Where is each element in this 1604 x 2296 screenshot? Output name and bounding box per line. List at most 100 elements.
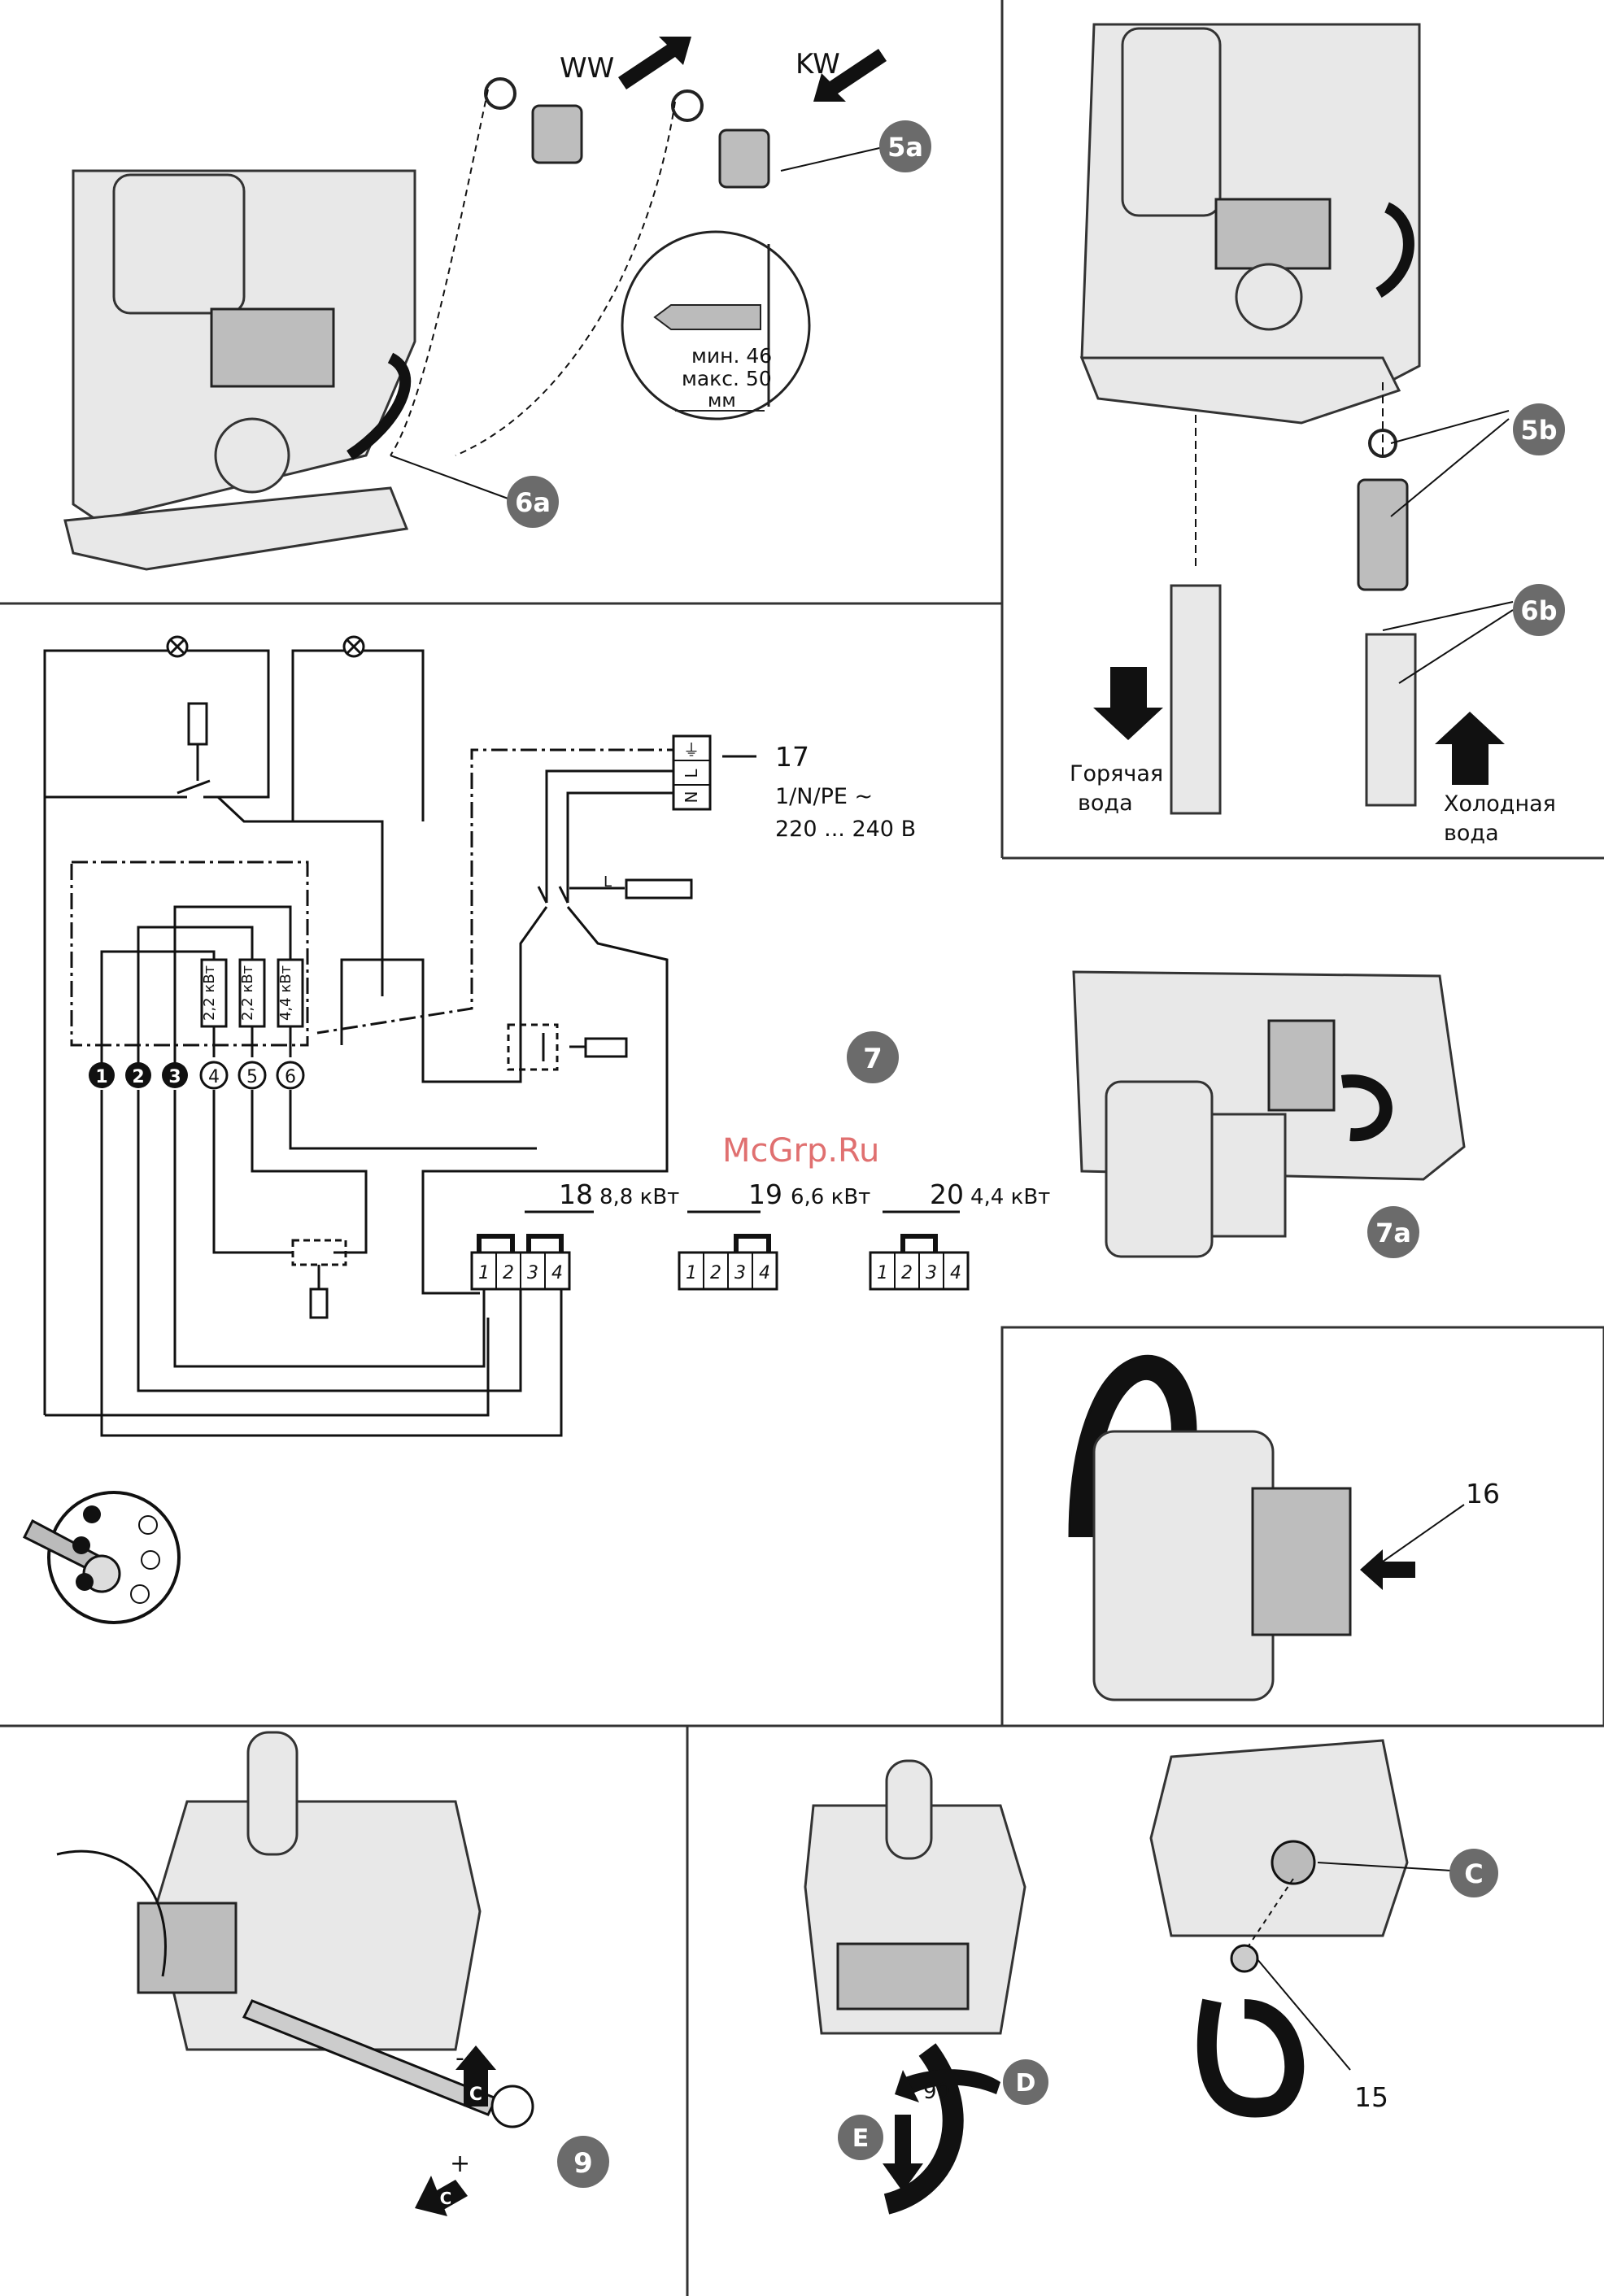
arrow-16	[1360, 1549, 1415, 1590]
svg-text:6b: 6b	[1520, 595, 1557, 626]
config-20-power: 4,4 кВт	[970, 1185, 1050, 1209]
supply-line-2: 220 ... 240 В	[775, 817, 916, 842]
arrow-c-down-label: C	[440, 2189, 452, 2208]
minus-sign: -	[455, 2044, 464, 2072]
fitting-kw	[673, 91, 769, 187]
hot-water-label-1: Горячая	[1070, 761, 1163, 786]
svg-text:5: 5	[246, 1067, 258, 1087]
svg-text:1: 1	[877, 1263, 888, 1283]
rotation-angle: 90	[923, 2080, 950, 2104]
badge-7a: 7a	[1367, 1206, 1419, 1258]
svg-text:1: 1	[478, 1263, 490, 1283]
switch-l-label: L	[604, 874, 612, 891]
svg-text:7a: 7a	[1375, 1218, 1411, 1248]
terminal-3: 3	[162, 1062, 188, 1088]
config-19-number: 19	[748, 1178, 782, 1210]
badge-5a: 5a	[879, 120, 931, 172]
cold-water-hose	[1366, 634, 1415, 805]
depth-detail-inset: мин. 46 макс. 50 мм	[622, 232, 809, 419]
terminal-5: 5	[239, 1062, 265, 1088]
ref-17: 17	[775, 741, 809, 773]
terminal-2: 2	[125, 1062, 151, 1088]
badge-6a: 6a	[507, 476, 559, 528]
svg-text:5b: 5b	[1520, 415, 1557, 446]
svg-text:7: 7	[863, 1043, 883, 1075]
heater-3-label: 4,4 кВт	[277, 965, 294, 1021]
heater-unit-illustration-top-left	[65, 171, 415, 569]
supply-line-1: 1/N/PE ~	[775, 784, 873, 809]
svg-text:4: 4	[950, 1263, 961, 1283]
wiring-diagram	[45, 637, 960, 1436]
badge-9: 9	[557, 2136, 609, 2188]
svg-text:3: 3	[926, 1263, 937, 1283]
terminal-block-17: ⏚ L N	[673, 736, 710, 809]
svg-text:2: 2	[710, 1263, 721, 1283]
badge-6b: 6b	[1513, 584, 1565, 636]
terminal-6: 6	[277, 1062, 303, 1088]
svg-text:4: 4	[551, 1263, 563, 1283]
terminal-n-label: N	[682, 791, 701, 804]
config-20-block: 1 2 3 4	[870, 1236, 968, 1289]
svg-text:3: 3	[734, 1263, 746, 1283]
svg-text:2: 2	[901, 1263, 913, 1283]
detail-max: макс. 50	[682, 367, 772, 390]
hot-water-arrow	[1093, 667, 1163, 740]
badge-e: E	[838, 2115, 883, 2160]
hot-water-hose	[1171, 586, 1220, 813]
terminal-markers: 1 2 3 4 5 6	[89, 1062, 303, 1088]
badge-d: D	[1003, 2059, 1048, 2105]
badge-c: C	[1449, 1849, 1498, 1897]
ref-15: 15	[1354, 2081, 1388, 2113]
watermark: McGrp.Ru	[722, 1132, 879, 1170]
terminal-1: 1	[89, 1062, 115, 1088]
cold-water-fitting	[1358, 480, 1407, 590]
arrow-c-up-label: C	[469, 2085, 482, 2105]
svg-text:3: 3	[168, 1067, 181, 1087]
cold-water-label-1: Холодная	[1444, 791, 1556, 817]
valve-closeup-illustration	[1151, 1741, 1452, 2107]
svg-text:2: 2	[132, 1067, 144, 1087]
svg-text:9: 9	[573, 2147, 593, 2180]
svg-text:1: 1	[95, 1067, 107, 1087]
svg-text:D: D	[1016, 2069, 1036, 2098]
ref-16: 16	[1466, 1478, 1500, 1510]
svg-text:4: 4	[208, 1067, 220, 1087]
config-19-power: 6,6 кВт	[791, 1185, 870, 1209]
config-18-number: 18	[559, 1178, 593, 1210]
svg-text:1: 1	[686, 1263, 697, 1283]
hot-water-label-2: вода	[1078, 791, 1133, 816]
svg-text:6a: 6a	[515, 487, 551, 518]
badge-7: 7	[847, 1031, 899, 1083]
config-19-block: 1 2 3 4	[679, 1236, 777, 1289]
plus-sign: +	[450, 2150, 470, 2178]
config-20-number: 20	[930, 1178, 964, 1210]
cold-water-arrow	[1435, 712, 1505, 785]
ww-arrow	[618, 37, 691, 89]
terminal-4: 4	[201, 1062, 227, 1088]
config-18-power: 8,8 кВт	[599, 1185, 679, 1209]
label-ww: WW	[560, 52, 614, 85]
svg-text:3: 3	[527, 1263, 538, 1283]
detail-min: мин. 46	[691, 344, 772, 368]
svg-text:2: 2	[503, 1263, 514, 1283]
svg-text:4: 4	[759, 1263, 770, 1283]
heater-unit-illustration-top-right	[1082, 24, 1419, 423]
label-kw: KW	[795, 48, 840, 81]
terminal-pe-label: ⏚	[683, 740, 700, 760]
cold-water-label-2: вода	[1444, 821, 1499, 846]
fitting-ww	[486, 79, 582, 163]
svg-text:6: 6	[285, 1067, 296, 1087]
rotary-selector-illustration	[24, 1492, 179, 1623]
heater-2-label: 2,2 кВт	[239, 965, 256, 1021]
terminal-l-label: L	[682, 769, 701, 778]
detail-unit: мм	[708, 390, 736, 412]
svg-text:5a: 5a	[887, 132, 923, 163]
heater-1-label: 2,2 кВт	[201, 965, 218, 1021]
badge-5b: 5b	[1513, 403, 1565, 455]
svg-text:E: E	[852, 2124, 870, 2153]
config-18-block: 1 2 3 4	[472, 1236, 569, 1289]
svg-text:C: C	[1464, 1858, 1483, 1889]
heater-tank-illustration-16	[1070, 1356, 1464, 1700]
